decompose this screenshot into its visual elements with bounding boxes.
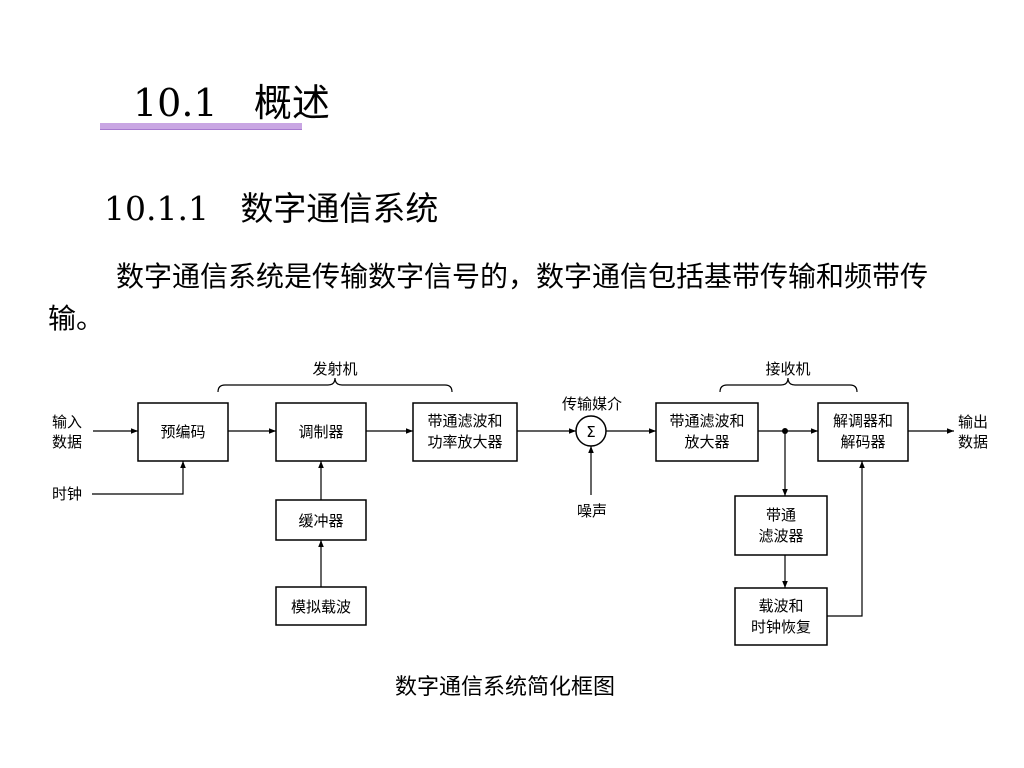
output-data-label-1: 输出 — [958, 413, 988, 431]
recovery-label-1: 载波和 — [758, 597, 803, 615]
body-paragraph: 数字通信系统是传输数字信号的，数字通信包括基带传输和频带传输。 — [48, 260, 929, 335]
bandpass-filter-label-2: 滤波器 — [758, 527, 803, 545]
arrow-recovery-to-demod — [827, 461, 865, 617]
demodulator-block — [817, 402, 909, 462]
output-data-label-2: 数据 — [958, 433, 988, 451]
page-title: 10.1 概述 — [133, 81, 330, 125]
buffer-label: 缓冲器 — [298, 512, 343, 530]
diagram-caption: 数字通信系统简化框图 — [394, 675, 615, 700]
analog-carrier-label: 模拟载波 — [291, 598, 351, 616]
modulator-label: 调制器 — [298, 423, 343, 441]
recovery-label-2: 时钟恢复 — [751, 618, 811, 636]
title-underline — [100, 123, 302, 130]
demodulator-label-1: 解调器和 — [833, 412, 893, 430]
tx-filter-label-2: 功率放大器 — [427, 433, 502, 451]
analog-carrier-block — [275, 586, 367, 626]
buffer-block — [275, 499, 367, 541]
precoder-block — [137, 402, 229, 462]
rx-filter-label-2: 放大器 — [684, 433, 729, 451]
block-diagram: 发射机 接收机 输入 数据 时钟 预编码 调制器 带通滤波和 功率放大器 缓冲器… — [52, 360, 988, 646]
modulator-block — [275, 402, 367, 462]
medium-label: 传输媒介 — [562, 395, 622, 413]
bandpass-filter-block — [734, 495, 828, 556]
bandpass-filter-label-1: 带通 — [766, 506, 796, 524]
transmitter-label: 发射机 — [312, 360, 357, 378]
demodulator-label-2: 解码器 — [840, 433, 885, 451]
transmitter-brace — [217, 377, 453, 393]
noise-label: 噪声 — [577, 502, 607, 520]
tx-filter-label-1: 带通滤波和 — [427, 412, 502, 430]
receiver-label: 接收机 — [765, 360, 810, 378]
input-data-label-2: 数据 — [52, 433, 82, 451]
input-data-label-1: 输入 — [52, 413, 82, 431]
summer-symbol: Σ — [586, 423, 595, 441]
arrow-clock-to-precoder — [92, 461, 186, 495]
tx-filter-block — [412, 402, 518, 462]
rx-filter-label-1: 带通滤波和 — [669, 412, 744, 430]
precoder-label: 预编码 — [160, 423, 205, 441]
rx-filter-block — [655, 402, 759, 462]
receiver-brace — [719, 377, 858, 393]
recovery-block — [734, 587, 828, 646]
section-heading: 10.1.1 数字通信系统 — [104, 189, 439, 228]
clock-label: 时钟 — [52, 485, 82, 503]
